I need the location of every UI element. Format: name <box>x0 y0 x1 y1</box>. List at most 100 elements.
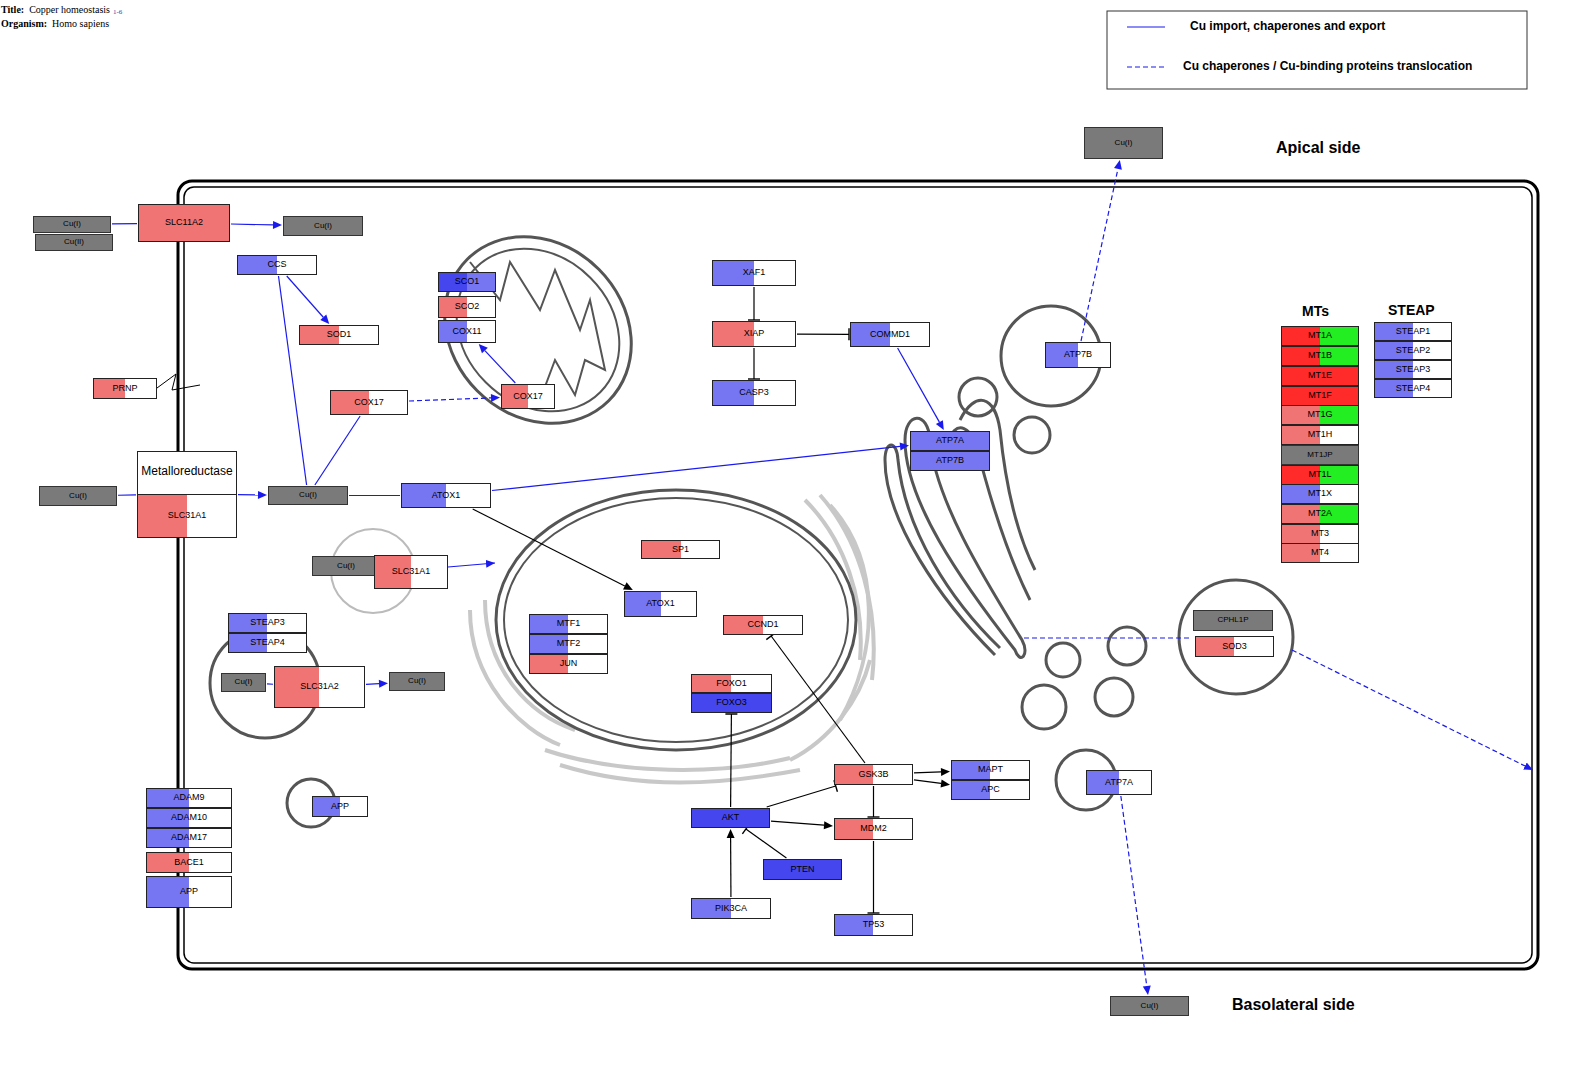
gene-box: MT1F <box>1281 386 1359 406</box>
gene-box: SOD3 <box>1195 636 1274 657</box>
node-text: PIK3CA <box>715 904 747 914</box>
connector <box>492 446 900 490</box>
node-text: BACE1 <box>174 858 204 868</box>
element-box: Cu(I) <box>389 672 445 691</box>
node-text: MDM2 <box>860 824 887 834</box>
arrow-head <box>900 442 909 450</box>
gene-box: MT1B <box>1281 346 1359 366</box>
vesicle <box>1014 417 1050 453</box>
gene-box: MAPT <box>951 760 1030 780</box>
node-text: MT1G <box>1307 410 1332 420</box>
node-text: CCND1 <box>747 620 778 630</box>
vesicle <box>1095 678 1133 716</box>
node-text: Cu(I) <box>314 222 332 231</box>
arrow-head <box>1143 986 1151 995</box>
zigzag-line <box>157 374 200 390</box>
node-text: MT1A <box>1308 331 1332 341</box>
element-box: Cu(II) <box>35 234 113 251</box>
element-box: Cu(I) <box>268 486 348 505</box>
gene-box: MT1A <box>1281 326 1359 346</box>
connector <box>898 348 940 422</box>
text-label: Apical side <box>1276 139 1360 157</box>
connector <box>753 348 754 379</box>
gene-box: SP1 <box>641 540 720 559</box>
arrow-head <box>258 491 267 499</box>
node-text: SOD1 <box>327 330 352 340</box>
node-text: ATP7A <box>936 436 964 446</box>
nuclear-envelope <box>504 498 848 742</box>
gene-box: XIAP <box>712 321 796 347</box>
connector <box>485 351 515 383</box>
gene-box: CCND1 <box>723 615 803 635</box>
element-box: Cu(I) <box>33 216 111 233</box>
gene-box: MT2A <box>1281 504 1359 524</box>
connector <box>238 494 258 495</box>
legend-text: Cu chaperones / Cu-binding proteins tran… <box>1183 59 1472 73</box>
text-label: Homo sapiens <box>52 18 109 29</box>
node-text: XAF1 <box>743 268 766 278</box>
legend-line <box>1127 26 1165 27</box>
gene-box: STEAP1 <box>1374 322 1452 341</box>
gene-box: ADAM17 <box>146 828 232 848</box>
node-text: STEAP2 <box>1396 346 1431 356</box>
element-box: MT1JP <box>1281 445 1359 465</box>
gene-box: JUN <box>529 654 608 674</box>
connector <box>409 398 491 401</box>
vesicle <box>1022 685 1066 729</box>
endoplasmic-reticulum <box>470 495 874 783</box>
node-text: SLC11A2 <box>165 218 203 228</box>
arrow-head <box>941 779 950 787</box>
connector <box>118 494 136 496</box>
gene-box: MDM2 <box>834 818 913 840</box>
gene-box: ADAM9 <box>146 788 232 808</box>
gene-box: FOXO1 <box>691 674 772 693</box>
node-text: APC <box>981 785 1000 795</box>
connector <box>349 495 400 496</box>
arrow-head <box>379 680 388 688</box>
node-text: MT1F <box>1308 391 1332 401</box>
node-text: ADAM10 <box>171 813 207 823</box>
gene-box: APP <box>312 796 368 817</box>
connector <box>767 786 836 807</box>
gene-box: ADAM10 <box>146 808 232 828</box>
connector <box>315 416 360 485</box>
gene-box: STEAP3 <box>228 613 307 633</box>
gene-box: AKT <box>691 808 770 828</box>
gene-box: SLC31A1 <box>137 494 237 538</box>
gene-box: TP53 <box>834 914 913 936</box>
translocation-line <box>1024 637 1192 638</box>
node-text: GSK3B <box>858 770 888 780</box>
translocation-arrow <box>1292 650 1533 770</box>
connector <box>746 829 787 858</box>
gene-box: BACE1 <box>146 852 232 873</box>
connector <box>771 636 865 763</box>
node-text: FOXO1 <box>716 679 747 689</box>
gene-box: MT1E <box>1281 366 1359 386</box>
connector <box>873 841 874 913</box>
vesicle <box>1108 627 1146 665</box>
gene-box: FOXO3 <box>691 693 772 713</box>
node-text: Cu(I) <box>1115 139 1133 148</box>
gene-box: STEAP2 <box>1374 341 1452 360</box>
gene-box: ATP7B <box>910 451 990 471</box>
gene-box: COMMD1 <box>850 322 930 347</box>
node-text: MT4 <box>1311 548 1329 558</box>
gene-box: STEAP4 <box>1374 379 1452 398</box>
arrow-head <box>727 829 735 838</box>
node-text: MT1JP <box>1307 451 1332 460</box>
nuclear-envelope <box>496 490 856 750</box>
node-text: APP <box>331 802 349 812</box>
connector <box>753 287 754 320</box>
legend-text: Cu import, chaperones and export <box>1190 19 1385 33</box>
node-text: SLC31A2 <box>300 682 339 692</box>
gene-box: MT1L <box>1281 465 1359 485</box>
connector <box>730 714 732 807</box>
mitochondrion <box>406 198 669 461</box>
node-text: ATOX1 <box>646 599 675 609</box>
gene-box: STEAP4 <box>228 633 307 653</box>
vesicles <box>210 306 1293 827</box>
connector <box>473 509 625 586</box>
connector <box>914 772 941 773</box>
node-text: ATP7B <box>936 456 964 466</box>
